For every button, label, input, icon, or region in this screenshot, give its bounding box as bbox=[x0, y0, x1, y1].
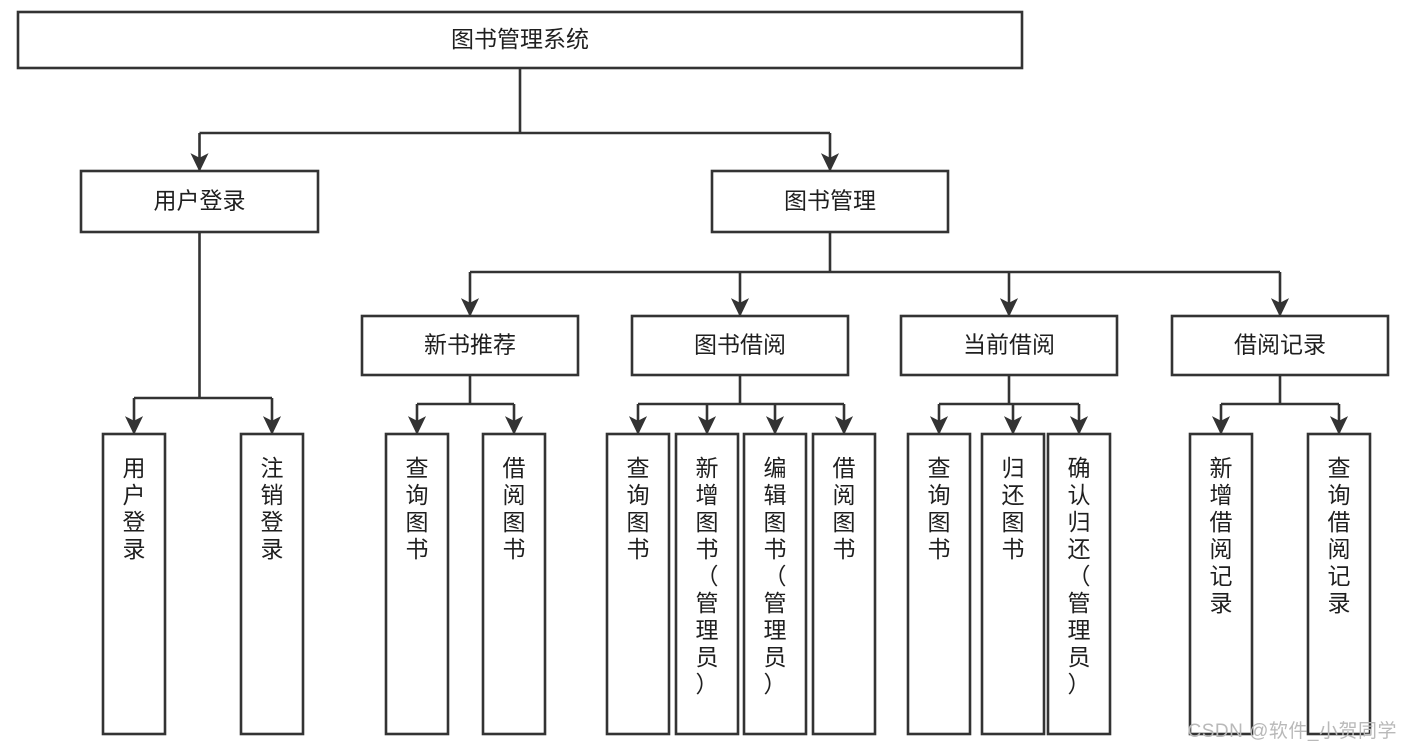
node-label: 确认归还（管理员） bbox=[1068, 455, 1091, 697]
node-box[interactable] bbox=[1170, 314, 1390, 377]
node-box[interactable] bbox=[980, 432, 1046, 736]
node-box[interactable] bbox=[16, 10, 1024, 70]
node-label: 新书推荐 bbox=[424, 332, 516, 358]
node-leaf-user-logout[interactable]: 注销登录 bbox=[239, 432, 305, 736]
node-box[interactable] bbox=[360, 314, 580, 377]
node-box[interactable] bbox=[906, 432, 972, 736]
node-label: 归还图书 bbox=[1002, 455, 1025, 562]
node-leaf-edit-book-admin[interactable]: 编辑图书（管理员） bbox=[742, 432, 808, 736]
csdn-watermark: CSDN @软件_小贺同学 bbox=[1187, 721, 1397, 742]
node-new-book-rec[interactable]: 新书推荐 bbox=[360, 314, 580, 377]
node-current-borrow[interactable]: 当前借阅 bbox=[899, 314, 1119, 377]
node-label: 查询图书 bbox=[627, 455, 650, 562]
node-root[interactable]: 图书管理系统 bbox=[16, 10, 1024, 70]
node-user-login[interactable]: 用户登录 bbox=[79, 169, 320, 234]
node-label: 图书借阅 bbox=[694, 332, 786, 358]
node-leaf-add-borrow-record[interactable]: 新增借阅记录 bbox=[1188, 432, 1254, 736]
node-box[interactable] bbox=[384, 432, 450, 736]
node-leaf-add-book-admin[interactable]: 新增图书（管理员） bbox=[674, 432, 740, 736]
node-label: 新增图书（管理员） bbox=[696, 455, 719, 697]
node-book-borrow[interactable]: 图书借阅 bbox=[630, 314, 850, 377]
node-leaf-query-book-cur[interactable]: 查询图书 bbox=[906, 432, 972, 736]
node-box[interactable] bbox=[101, 432, 167, 736]
node-label: 当前借阅 bbox=[963, 332, 1055, 358]
node-label: 借阅记录 bbox=[1234, 332, 1326, 358]
node-box[interactable] bbox=[899, 314, 1119, 377]
node-label: 用户登录 bbox=[123, 455, 146, 562]
node-leaf-confirm-return-admin[interactable]: 确认归还（管理员） bbox=[1046, 432, 1112, 736]
node-leaf-borrow-book-rec[interactable]: 借阅图书 bbox=[481, 432, 547, 736]
node-box[interactable] bbox=[710, 169, 950, 234]
node-leaf-query-borrow-record[interactable]: 查询借阅记录 bbox=[1306, 432, 1372, 736]
node-label: 图书管理系统 bbox=[451, 26, 589, 52]
node-label: 新增借阅记录 bbox=[1210, 455, 1233, 616]
node-leaf-return-book[interactable]: 归还图书 bbox=[980, 432, 1046, 736]
node-box[interactable] bbox=[630, 314, 850, 377]
node-label: 借阅图书 bbox=[833, 455, 856, 562]
node-leaf-query-book-borrow[interactable]: 查询图书 bbox=[605, 432, 671, 736]
node-box[interactable] bbox=[1046, 432, 1112, 736]
node-label: 查询图书 bbox=[928, 455, 951, 562]
node-leaf-borrow-book[interactable]: 借阅图书 bbox=[811, 432, 877, 736]
node-box[interactable] bbox=[481, 432, 547, 736]
node-borrow-record[interactable]: 借阅记录 bbox=[1170, 314, 1390, 377]
node-label: 编辑图书（管理员） bbox=[764, 455, 787, 697]
node-box[interactable] bbox=[811, 432, 877, 736]
node-book-manage[interactable]: 图书管理 bbox=[710, 169, 950, 234]
node-label: 查询图书 bbox=[406, 455, 429, 562]
node-label: 注销登录 bbox=[261, 455, 284, 562]
connector-lines bbox=[124, 68, 1349, 435]
node-box[interactable] bbox=[79, 169, 320, 234]
node-box[interactable] bbox=[239, 432, 305, 736]
node-label: 图书管理 bbox=[784, 188, 876, 214]
node-box[interactable] bbox=[605, 432, 671, 736]
node-label: 用户登录 bbox=[154, 188, 246, 214]
node-label: 借阅图书 bbox=[503, 455, 526, 562]
node-leaf-query-book-rec[interactable]: 查询图书 bbox=[384, 432, 450, 736]
node-box[interactable] bbox=[674, 432, 740, 736]
node-boxes: 图书管理系统用户登录图书管理新书推荐图书借阅当前借阅借阅记录用户登录注销登录查询… bbox=[16, 10, 1390, 736]
node-label: 查询借阅记录 bbox=[1328, 455, 1351, 616]
node-box[interactable] bbox=[1306, 432, 1372, 736]
node-box[interactable] bbox=[1188, 432, 1254, 736]
node-box[interactable] bbox=[742, 432, 808, 736]
node-leaf-user-login[interactable]: 用户登录 bbox=[101, 432, 167, 736]
